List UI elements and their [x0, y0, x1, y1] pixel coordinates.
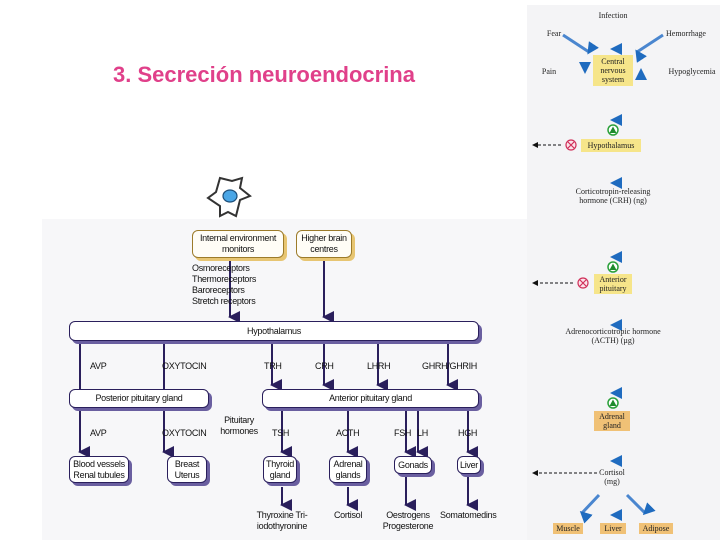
hormone-avp: AVP	[90, 361, 107, 371]
pituitary-hormone-oxytocin: OXYTOCIN	[162, 428, 207, 438]
hypothalamic-pituitary-diagram: Internal environment monitors Higher bra…	[42, 219, 528, 540]
product-somatomedins: Somatomedins	[440, 510, 497, 520]
target-adipose: Adipose	[639, 523, 673, 534]
anterior-pituitary-box: Anterior pituitary	[594, 274, 632, 294]
stressor-fear: Fear	[546, 29, 562, 38]
inhibit-icon	[577, 277, 589, 289]
pituitary-hormone-avp: AVP	[90, 428, 107, 438]
receptor-label: Stretch receptors	[192, 296, 256, 306]
pituitary-hormone-fsh: FSH	[394, 428, 412, 438]
slide-title: 3. Secreción neuroendocrina	[113, 62, 415, 87]
stressor-infection: Infection	[598, 11, 628, 20]
pituitary-hormone-hgh: HGH	[458, 428, 478, 438]
adrenal-gland-box: Adrenal gland	[594, 411, 630, 431]
stimulate-icon	[607, 397, 619, 409]
hypothalamus-bar: Hypothalamus	[69, 321, 479, 341]
higher-brain-centres-box: Higher brain centres	[296, 230, 352, 258]
stressor-pain: Pain	[541, 67, 557, 76]
hypothalamus-box: Hypothalamus	[581, 139, 641, 152]
anterior-pituitary-bar: Anterior pituitary gland	[262, 389, 479, 408]
target-thyroid-gland: Thyroid gland	[263, 456, 297, 483]
pituitary-hormones-label: Pituitary hormones	[220, 415, 258, 436]
internal-environment-monitors-box: Internal environment monitors	[192, 230, 284, 258]
target-adrenal-glands: Adrenal glands	[329, 456, 367, 483]
receptor-label: Thermoreceptors	[192, 274, 257, 284]
hormone-crh: CRH	[315, 361, 334, 371]
product-cortisol: Cortisol	[333, 510, 363, 520]
hormone-lhrh: LHRH	[367, 361, 391, 371]
target-blood-vessels: Blood vessels Renal tubules	[69, 456, 129, 483]
acth-label: Adrenocorticotropic hormone (ACTH) (µg)	[565, 327, 661, 345]
cortisol-label: Cortisol (mg)	[599, 468, 625, 486]
inhibit-icon	[565, 139, 577, 151]
pituitary-hormone-lh: LH	[417, 428, 428, 438]
stimulate-icon	[607, 124, 619, 136]
stressor-hemorrhage: Hemorrhage	[666, 29, 706, 38]
neuron-cell-icon	[206, 176, 252, 218]
target-liver: Liver	[600, 523, 626, 534]
product-thyroxine: Thyroxine Tri-iodothyronine	[256, 510, 308, 531]
target-breast-uterus: Breast Uterus	[167, 456, 207, 483]
stress-connectors	[532, 19, 664, 524]
hormone-trh: TRH	[264, 361, 282, 371]
stressor-hypoglycemia: Hypoglycemia	[668, 67, 716, 76]
target-liver: Liver	[457, 456, 481, 474]
pituitary-hormone-tsh: TSH	[272, 428, 290, 438]
target-muscle: Muscle	[553, 523, 583, 534]
cns-box: Central nervous system	[593, 55, 633, 86]
diagram-connectors	[78, 259, 478, 511]
product-oestrogens: Oestrogens Progesterone	[382, 510, 434, 531]
hormone-oxytocin: OXYTOCIN	[162, 361, 207, 371]
stress-response-diagram: Infection Fear Hemorrhage Pain Hypoglyce…	[527, 5, 720, 540]
receptor-label: Baroreceptors	[192, 285, 245, 295]
receptor-label: Osmoreceptors	[192, 263, 250, 273]
posterior-pituitary-bar: Posterior pituitary gland	[69, 389, 209, 408]
stimulate-icon	[607, 261, 619, 273]
pituitary-hormone-acth: ACTH	[336, 428, 360, 438]
hormone-ghrh: GHRH/GHRIH	[422, 361, 477, 371]
crh-label: Corticotropin-releasing hormone (CRH) (n…	[575, 187, 651, 205]
target-gonads: Gonads	[394, 456, 432, 474]
